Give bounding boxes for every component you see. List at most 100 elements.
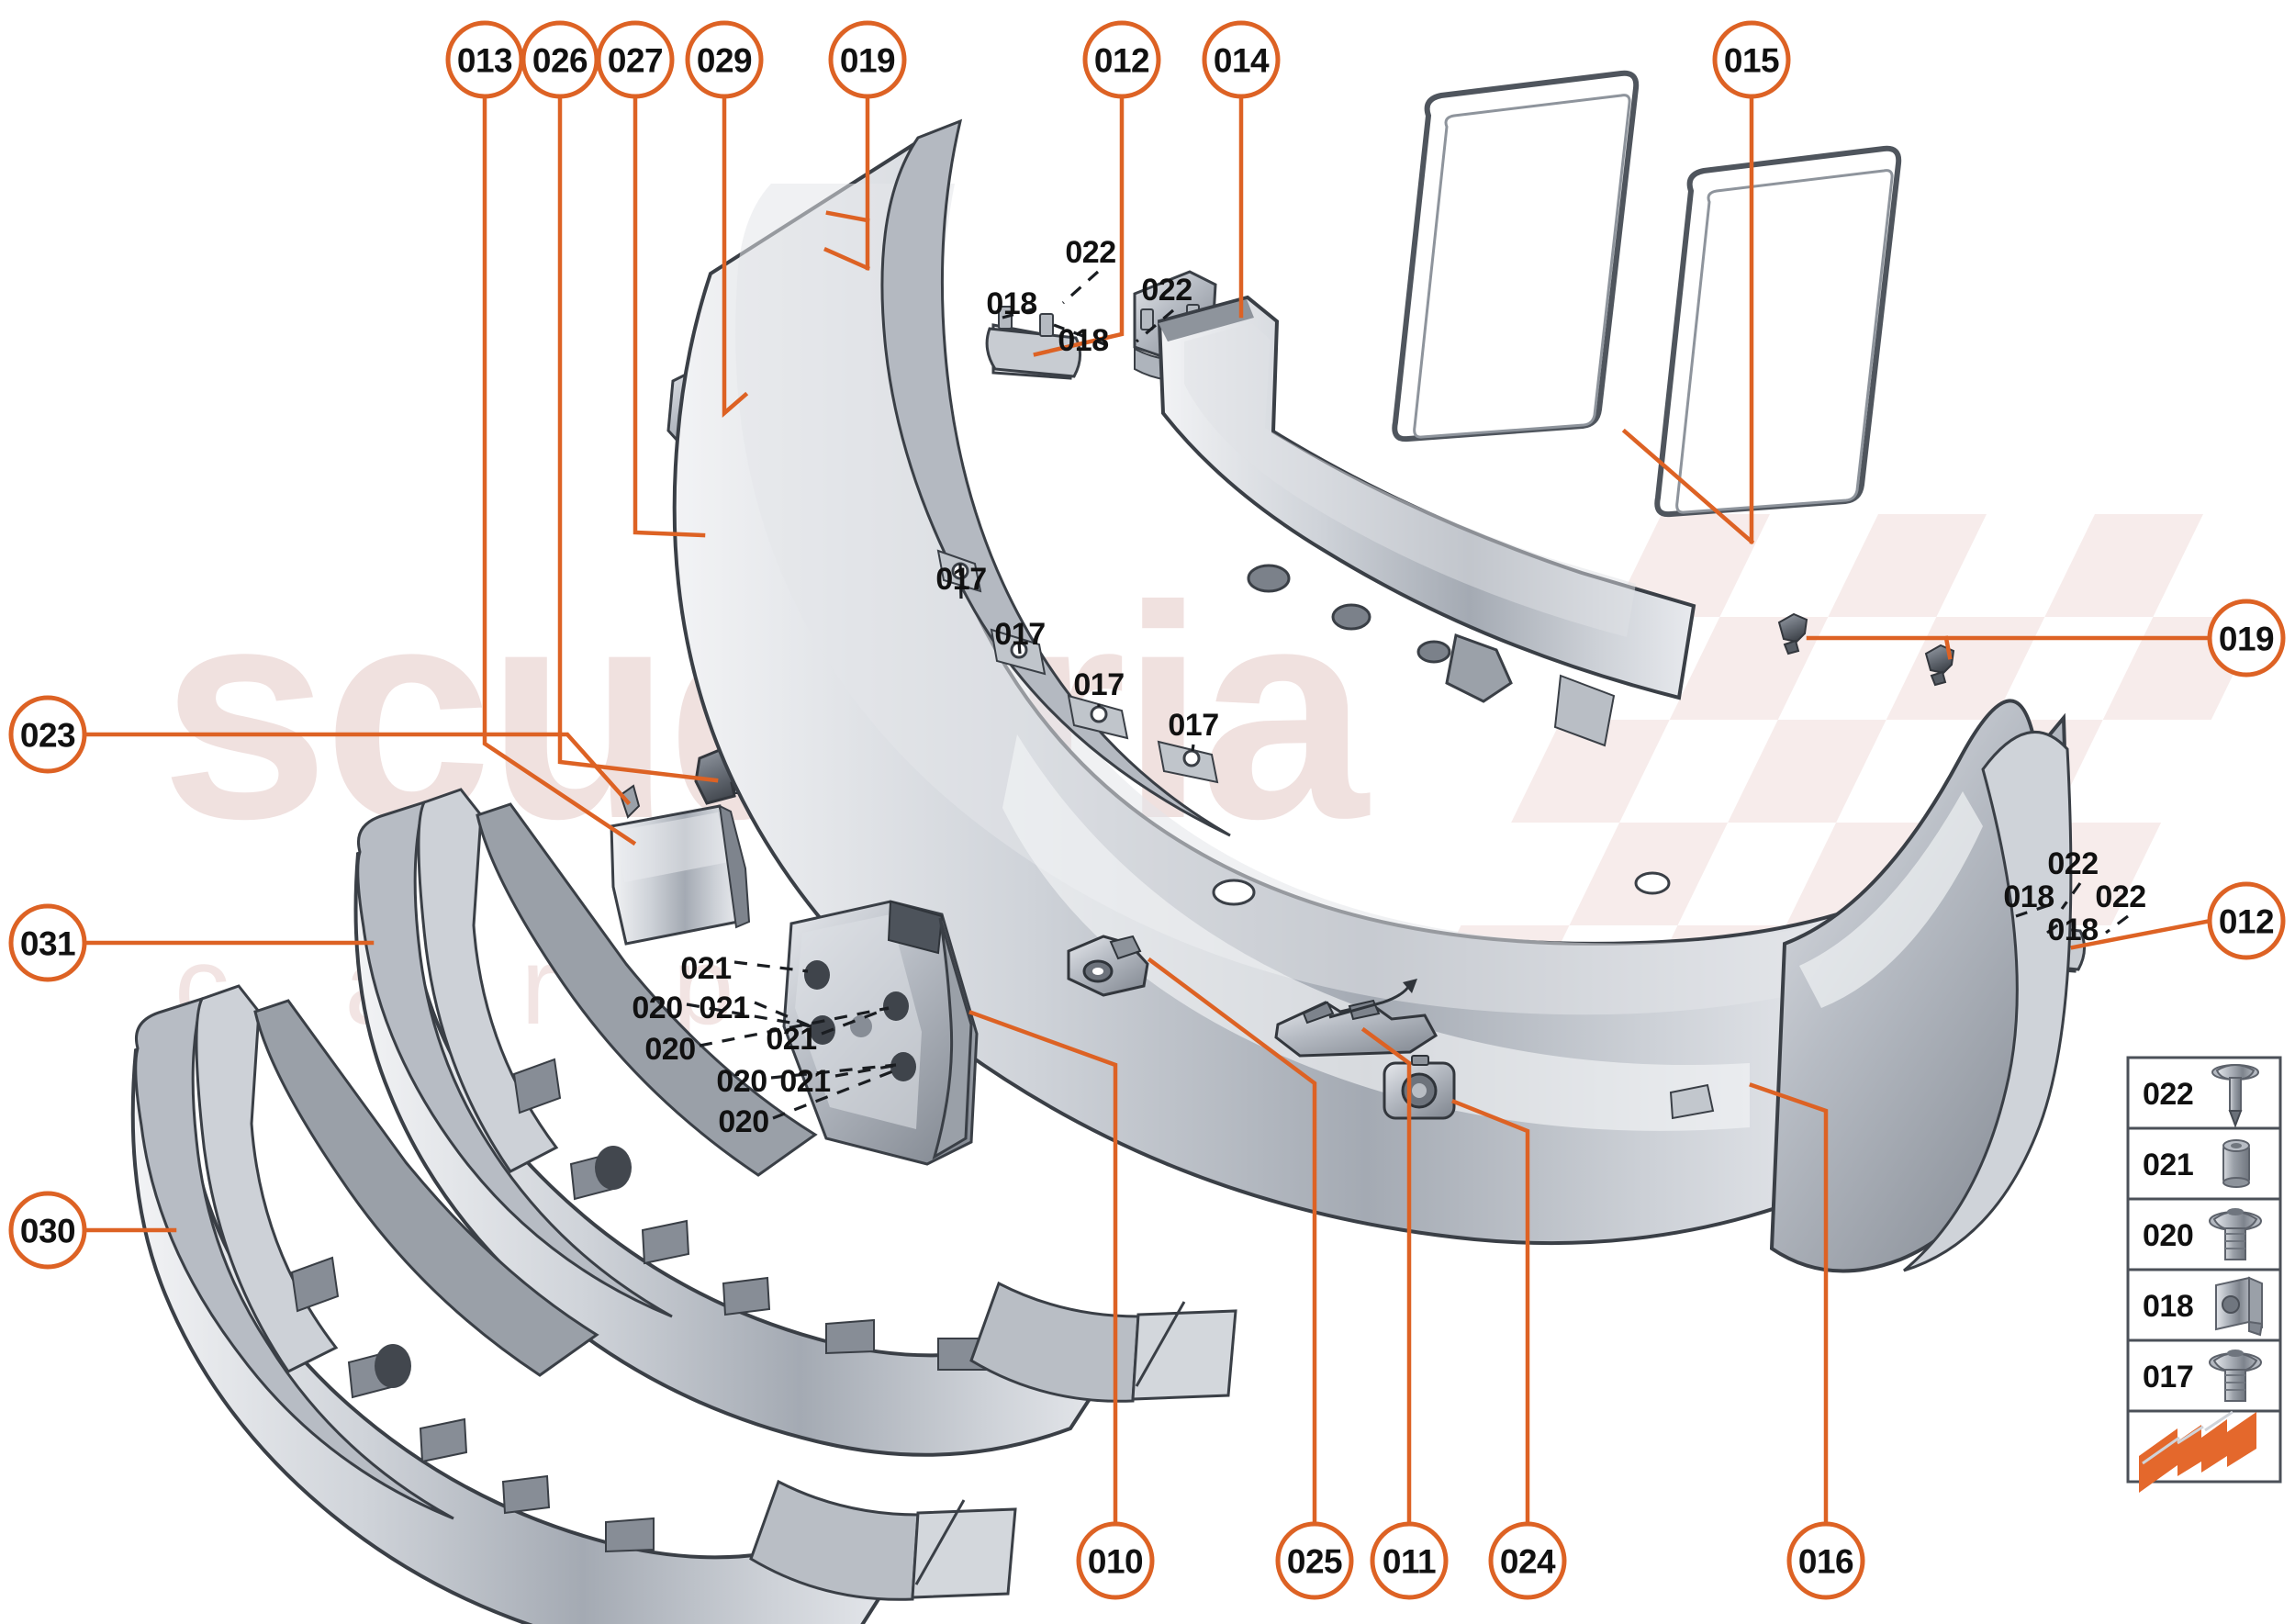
clip-nut-icon <box>2215 1276 2264 1337</box>
flange-bolt-icon-017 <box>2209 1350 2262 1402</box>
part-019-clip-right-a <box>1777 612 1808 655</box>
leader-013 <box>482 93 637 846</box>
dash-021-a <box>733 960 809 973</box>
legend-code-022: 022 <box>2143 1077 2193 1112</box>
legend-code-020: 020 <box>2143 1218 2193 1253</box>
leader-015-a <box>1621 428 1755 545</box>
callout-030-label: 030 <box>20 1213 75 1250</box>
leader-011 <box>1360 1026 1412 1528</box>
callout-026-label: 026 <box>532 42 588 80</box>
legend-row-017[interactable]: 017 <box>2126 1338 2282 1413</box>
part-015-seal-frame-left <box>1392 70 1640 442</box>
legend-code-017: 017 <box>2143 1360 2193 1394</box>
hw-label-018-d: 018 <box>2047 913 2098 947</box>
leader-023 <box>80 732 632 806</box>
callout-012-right[interactable]: 012 <box>2207 881 2286 960</box>
part-030-splitter <box>130 984 1017 1624</box>
dash-020-b <box>699 1006 890 1047</box>
callout-027-label: 027 <box>608 42 663 80</box>
callout-029-label: 029 <box>697 42 752 80</box>
callout-019-right[interactable]: 019 <box>2207 599 2286 678</box>
callout-023[interactable]: 023 <box>8 695 87 774</box>
callout-013[interactable]: 013 <box>445 20 524 99</box>
callout-026[interactable]: 026 <box>521 20 599 99</box>
dash-021-c <box>821 1006 890 1036</box>
callout-019-top-label: 019 <box>840 42 895 80</box>
dash-018-c <box>2015 903 2050 918</box>
hw-label-021-d: 021 <box>779 1064 830 1099</box>
dash-021-b <box>754 1001 816 1030</box>
callout-011[interactable]: 011 <box>1370 1521 1449 1600</box>
hw-label-017-d: 017 <box>1168 708 1218 743</box>
hw-label-020-b: 020 <box>644 1032 695 1067</box>
hw-label-018-b: 018 <box>1058 323 1108 358</box>
part-013-cover-panel <box>610 804 751 946</box>
leader-029 <box>722 93 749 418</box>
callout-013-label: 013 <box>457 42 512 80</box>
hw-label-017-a: 017 <box>935 562 986 597</box>
legend-row-brand[interactable] <box>2126 1409 2282 1493</box>
callout-012-top[interactable]: 012 <box>1082 20 1161 99</box>
legend-row-020[interactable]: 020 <box>2126 1197 2282 1271</box>
legend-row-022[interactable]: 022 <box>2126 1056 2282 1130</box>
leader-012-right <box>2070 918 2213 950</box>
part-015-seal-frame-right <box>1654 145 1902 518</box>
leader-016 <box>1749 1082 1829 1528</box>
dash-018-b <box>1053 323 1108 347</box>
legend-row-018[interactable]: 018 <box>2126 1268 2282 1342</box>
dash-022-c <box>2060 882 2082 910</box>
callout-024-label: 024 <box>1500 1543 1556 1581</box>
hw-label-018-a: 018 <box>986 286 1036 321</box>
leader-024 <box>1451 1099 1530 1528</box>
flange-bolt-icon-020 <box>2209 1208 2262 1260</box>
part-012-bracket-left <box>985 306 1081 380</box>
hw-label-021-a: 021 <box>680 951 731 986</box>
leader-026 <box>557 93 719 783</box>
callout-015[interactable]: 015 <box>1712 20 1791 99</box>
hw-label-018-c: 018 <box>2003 879 2054 914</box>
hw-label-017-c: 017 <box>1073 667 1124 702</box>
callout-015-label: 015 <box>1724 42 1779 80</box>
brand-arrow-icon <box>2139 1410 2256 1493</box>
callout-019-right-label: 019 <box>2219 621 2274 658</box>
callout-014[interactable]: 014 <box>1202 20 1281 99</box>
callout-027[interactable]: 027 <box>596 20 675 99</box>
bushing-sleeve-icon <box>2222 1139 2250 1188</box>
hw-label-022-c: 022 <box>2047 846 2098 881</box>
leader-025 <box>1147 957 1317 1528</box>
callout-031[interactable]: 031 <box>8 903 87 982</box>
callout-031-label: 031 <box>20 925 75 963</box>
callout-010[interactable]: 010 <box>1076 1521 1155 1600</box>
leader-012-top <box>1033 93 1125 357</box>
leader-027 <box>633 93 706 538</box>
hw-label-020-d: 020 <box>718 1104 768 1139</box>
hw-label-022-a: 022 <box>1065 235 1115 270</box>
callout-011-label: 011 <box>1383 1543 1436 1581</box>
legend-code-021: 021 <box>2143 1148 2193 1182</box>
hw-label-021-b: 021 <box>699 991 749 1025</box>
callout-016[interactable]: 016 <box>1786 1521 1865 1600</box>
hw-label-020-a: 020 <box>632 991 682 1025</box>
callout-012-top-label: 012 <box>1094 42 1149 80</box>
callout-029[interactable]: 029 <box>685 20 764 99</box>
dash-022-a <box>1061 270 1100 305</box>
callout-014-label: 014 <box>1214 42 1270 80</box>
dash-018-a <box>1002 307 1036 319</box>
dash-021-d <box>834 1063 899 1078</box>
callout-025[interactable]: 025 <box>1275 1521 1354 1600</box>
callout-023-label: 023 <box>20 717 75 755</box>
callout-019-top[interactable]: 019 <box>828 20 907 99</box>
hw-label-021-c: 021 <box>766 1022 816 1057</box>
callout-024[interactable]: 024 <box>1488 1521 1567 1600</box>
part-011-bracket <box>1274 979 1438 1058</box>
hw-label-020-c: 020 <box>716 1064 767 1099</box>
hw-label-022-d: 022 <box>2095 879 2145 914</box>
dash-020-c <box>770 1063 897 1080</box>
callout-030[interactable]: 030 <box>8 1191 87 1270</box>
pointed-flange-bolt-icon <box>2211 1064 2259 1128</box>
legend-row-021[interactable]: 021 <box>2126 1126 2282 1201</box>
